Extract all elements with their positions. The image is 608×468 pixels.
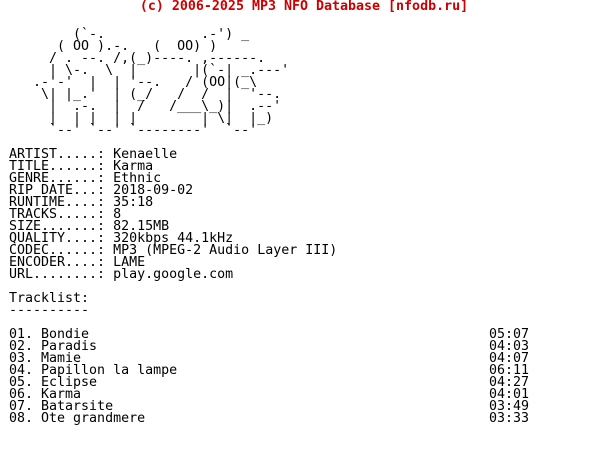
nfo-content: (`-. .-') _ ( OO ).-. ( OO) ) / . --. /,… <box>9 27 599 426</box>
info-value: 2018-09-02 <box>113 183 194 198</box>
info-value: MP3 (MPEG-2 Audio Layer III) <box>113 243 338 258</box>
info-value: Ethnic <box>113 171 162 186</box>
info-row-quality: QUALITY....: 320kbps 44.1kHz <box>9 231 599 246</box>
track-name: 02. Paradis <box>9 339 98 354</box>
track-time: 04:01 <box>489 387 530 402</box>
track-name: 04. Papillon la lampe <box>9 363 178 378</box>
info-key: GENRE......: <box>9 171 106 186</box>
info-row-runtime: RUNTIME....: 35:18 <box>9 195 599 210</box>
site-header: (c) 2006-2025 MP3 NFO Database [nfodb.ru… <box>139 0 469 14</box>
track-time: 03:49 <box>489 399 530 414</box>
track-time: 03:33 <box>489 411 530 426</box>
info-row-artist: ARTIST.....: Kenaelle <box>9 147 599 162</box>
info-row-size: SIZE.......: 82.15MB <box>9 219 599 234</box>
track-time: 04:07 <box>489 351 530 366</box>
info-row-encoder: ENCODER....: LAME <box>9 255 599 270</box>
tracklist-underline: ---------- <box>9 303 90 318</box>
info-key: TRACKS.....: <box>9 207 106 222</box>
info-key: ENCODER....: <box>9 255 106 270</box>
info-key: RUNTIME....: <box>9 195 106 210</box>
info-key: URL........: <box>9 267 106 282</box>
info-row-codec: CODEC......: MP3 (MPEG-2 Audio Layer III… <box>9 243 599 258</box>
track-time: 06:11 <box>489 363 530 378</box>
ascii-art-logo: (`-. .-') _ ( OO ).-. ( OO) ) / . --. /,… <box>33 27 290 138</box>
info-value: Karma <box>113 159 154 174</box>
info-row-title: TITLE......: Karma <box>9 159 599 174</box>
info-key: SIZE.......: <box>9 219 106 234</box>
track-name: 01. Bondie <box>9 327 90 342</box>
info-value: 82.15MB <box>113 219 170 234</box>
tracklist: 01. Bondie 05:07 02. Paradis 04:03 03. Mam… <box>9 327 599 426</box>
track-time: 04:27 <box>489 375 530 390</box>
track-row: 04. Papillon la lampe 06:11 <box>9 363 599 378</box>
track-name: 08. Ote grandmere <box>9 411 146 426</box>
info-key: ARTIST.....: <box>9 147 106 162</box>
info-row-rip-date: RIP DATE...: 2018-09-02 <box>9 183 599 198</box>
info-row-tracks: TRACKS.....: 8 <box>9 207 599 222</box>
track-name: 03. Mamie <box>9 351 82 366</box>
track-name: 06. Karma <box>9 387 82 402</box>
info-value: 35:18 <box>113 195 154 210</box>
tracklist-title: Tracklist: <box>9 291 90 306</box>
info-row-url: URL........: play.google.com <box>9 267 599 282</box>
info-key: CODEC......: <box>9 243 106 258</box>
info-row-genre: GENRE......: Ethnic <box>9 171 599 186</box>
info-value: Kenaelle <box>113 147 178 162</box>
info-value: play.google.com <box>113 267 234 282</box>
track-time: 04:03 <box>489 339 530 354</box>
track-row: 07. Batarsite 03:49 <box>9 399 599 414</box>
track-row: 02. Paradis 04:03 <box>9 339 599 354</box>
track-name: 07. Batarsite <box>9 399 114 414</box>
info-value: 320kbps 44.1kHz <box>113 231 234 246</box>
track-name: 05. Eclipse <box>9 375 98 390</box>
track-row: 06. Karma 04:01 <box>9 387 599 402</box>
track-row: 05. Eclipse 04:27 <box>9 375 599 390</box>
info-value: 8 <box>113 207 122 222</box>
info-key: QUALITY....: <box>9 231 106 246</box>
info-block: ARTIST.....: Kenaelle TITLE......: Karma… <box>9 147 599 282</box>
info-key: RIP DATE...: <box>9 183 106 198</box>
info-key: TITLE......: <box>9 159 106 174</box>
info-value: LAME <box>113 255 146 270</box>
track-time: 05:07 <box>489 327 530 342</box>
track-row: 01. Bondie 05:07 <box>9 327 599 342</box>
track-row: 08. Ote grandmere 03:33 <box>9 411 599 426</box>
track-row: 03. Mamie 04:07 <box>9 351 599 366</box>
